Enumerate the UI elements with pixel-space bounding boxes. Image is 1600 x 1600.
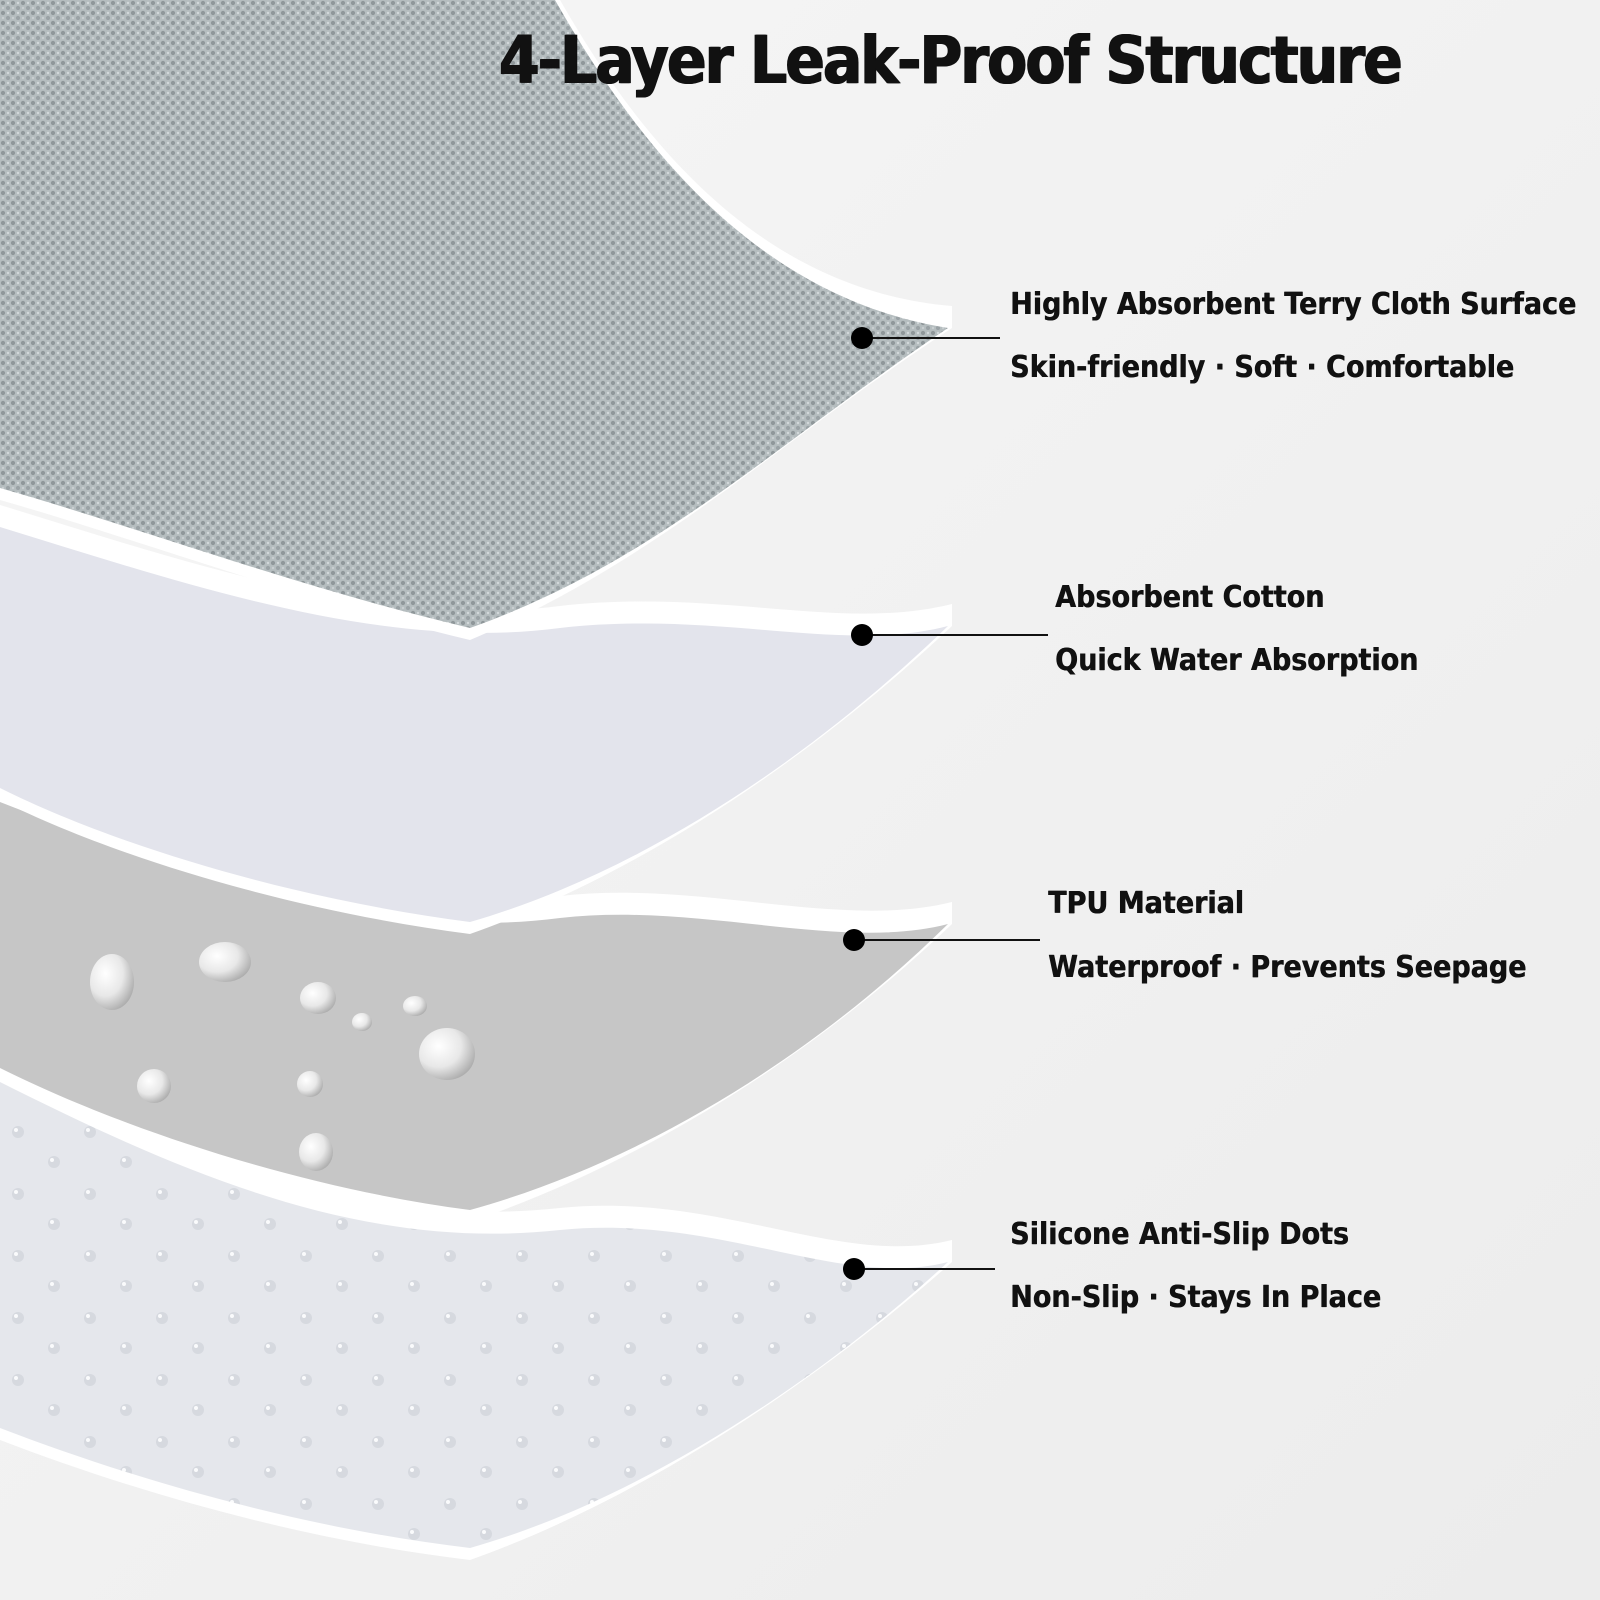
layer-cotton xyxy=(0,505,952,934)
layer-4-heading: Silicone Anti-Slip Dots xyxy=(1010,1217,1349,1252)
water-drop xyxy=(419,1028,475,1080)
callout-dot xyxy=(851,327,873,349)
layer-2-subtitle: Quick Water Absorption xyxy=(1055,643,1419,678)
callout-tpu xyxy=(843,929,1040,951)
callout-cotton xyxy=(851,624,1048,646)
water-drop xyxy=(297,1071,323,1097)
layer-3-heading: TPU Material xyxy=(1048,886,1244,921)
page-title: 4-Layer Leak-Proof Structure xyxy=(499,22,1403,99)
water-drop xyxy=(299,1133,333,1171)
callout-dot xyxy=(843,929,865,951)
layer-2-heading: Absorbent Cotton xyxy=(1055,580,1325,615)
layer-3-subtitle: Waterproof · Prevents Seepage xyxy=(1048,950,1527,985)
layer-terry-cloth xyxy=(0,0,952,640)
water-drop xyxy=(352,1013,372,1031)
layer-tpu xyxy=(0,780,952,1222)
water-drop xyxy=(90,954,134,1010)
layer-4-subtitle: Non-Slip · Stays In Place xyxy=(1010,1280,1381,1315)
water-drops xyxy=(90,942,475,1171)
water-drop xyxy=(300,982,336,1014)
callout-silicone xyxy=(843,1258,995,1280)
layer-1-heading: Highly Absorbent Terry Cloth Surface xyxy=(1010,287,1577,322)
layer-silicone-dots xyxy=(0,1060,952,1560)
callout-terry xyxy=(851,327,1000,349)
water-drop xyxy=(403,996,427,1016)
water-drop xyxy=(199,942,251,982)
water-drop xyxy=(137,1069,171,1103)
callout-dot xyxy=(851,624,873,646)
callout-dot xyxy=(843,1258,865,1280)
layer-1-subtitle: Skin-friendly · Soft · Comfortable xyxy=(1010,350,1515,385)
